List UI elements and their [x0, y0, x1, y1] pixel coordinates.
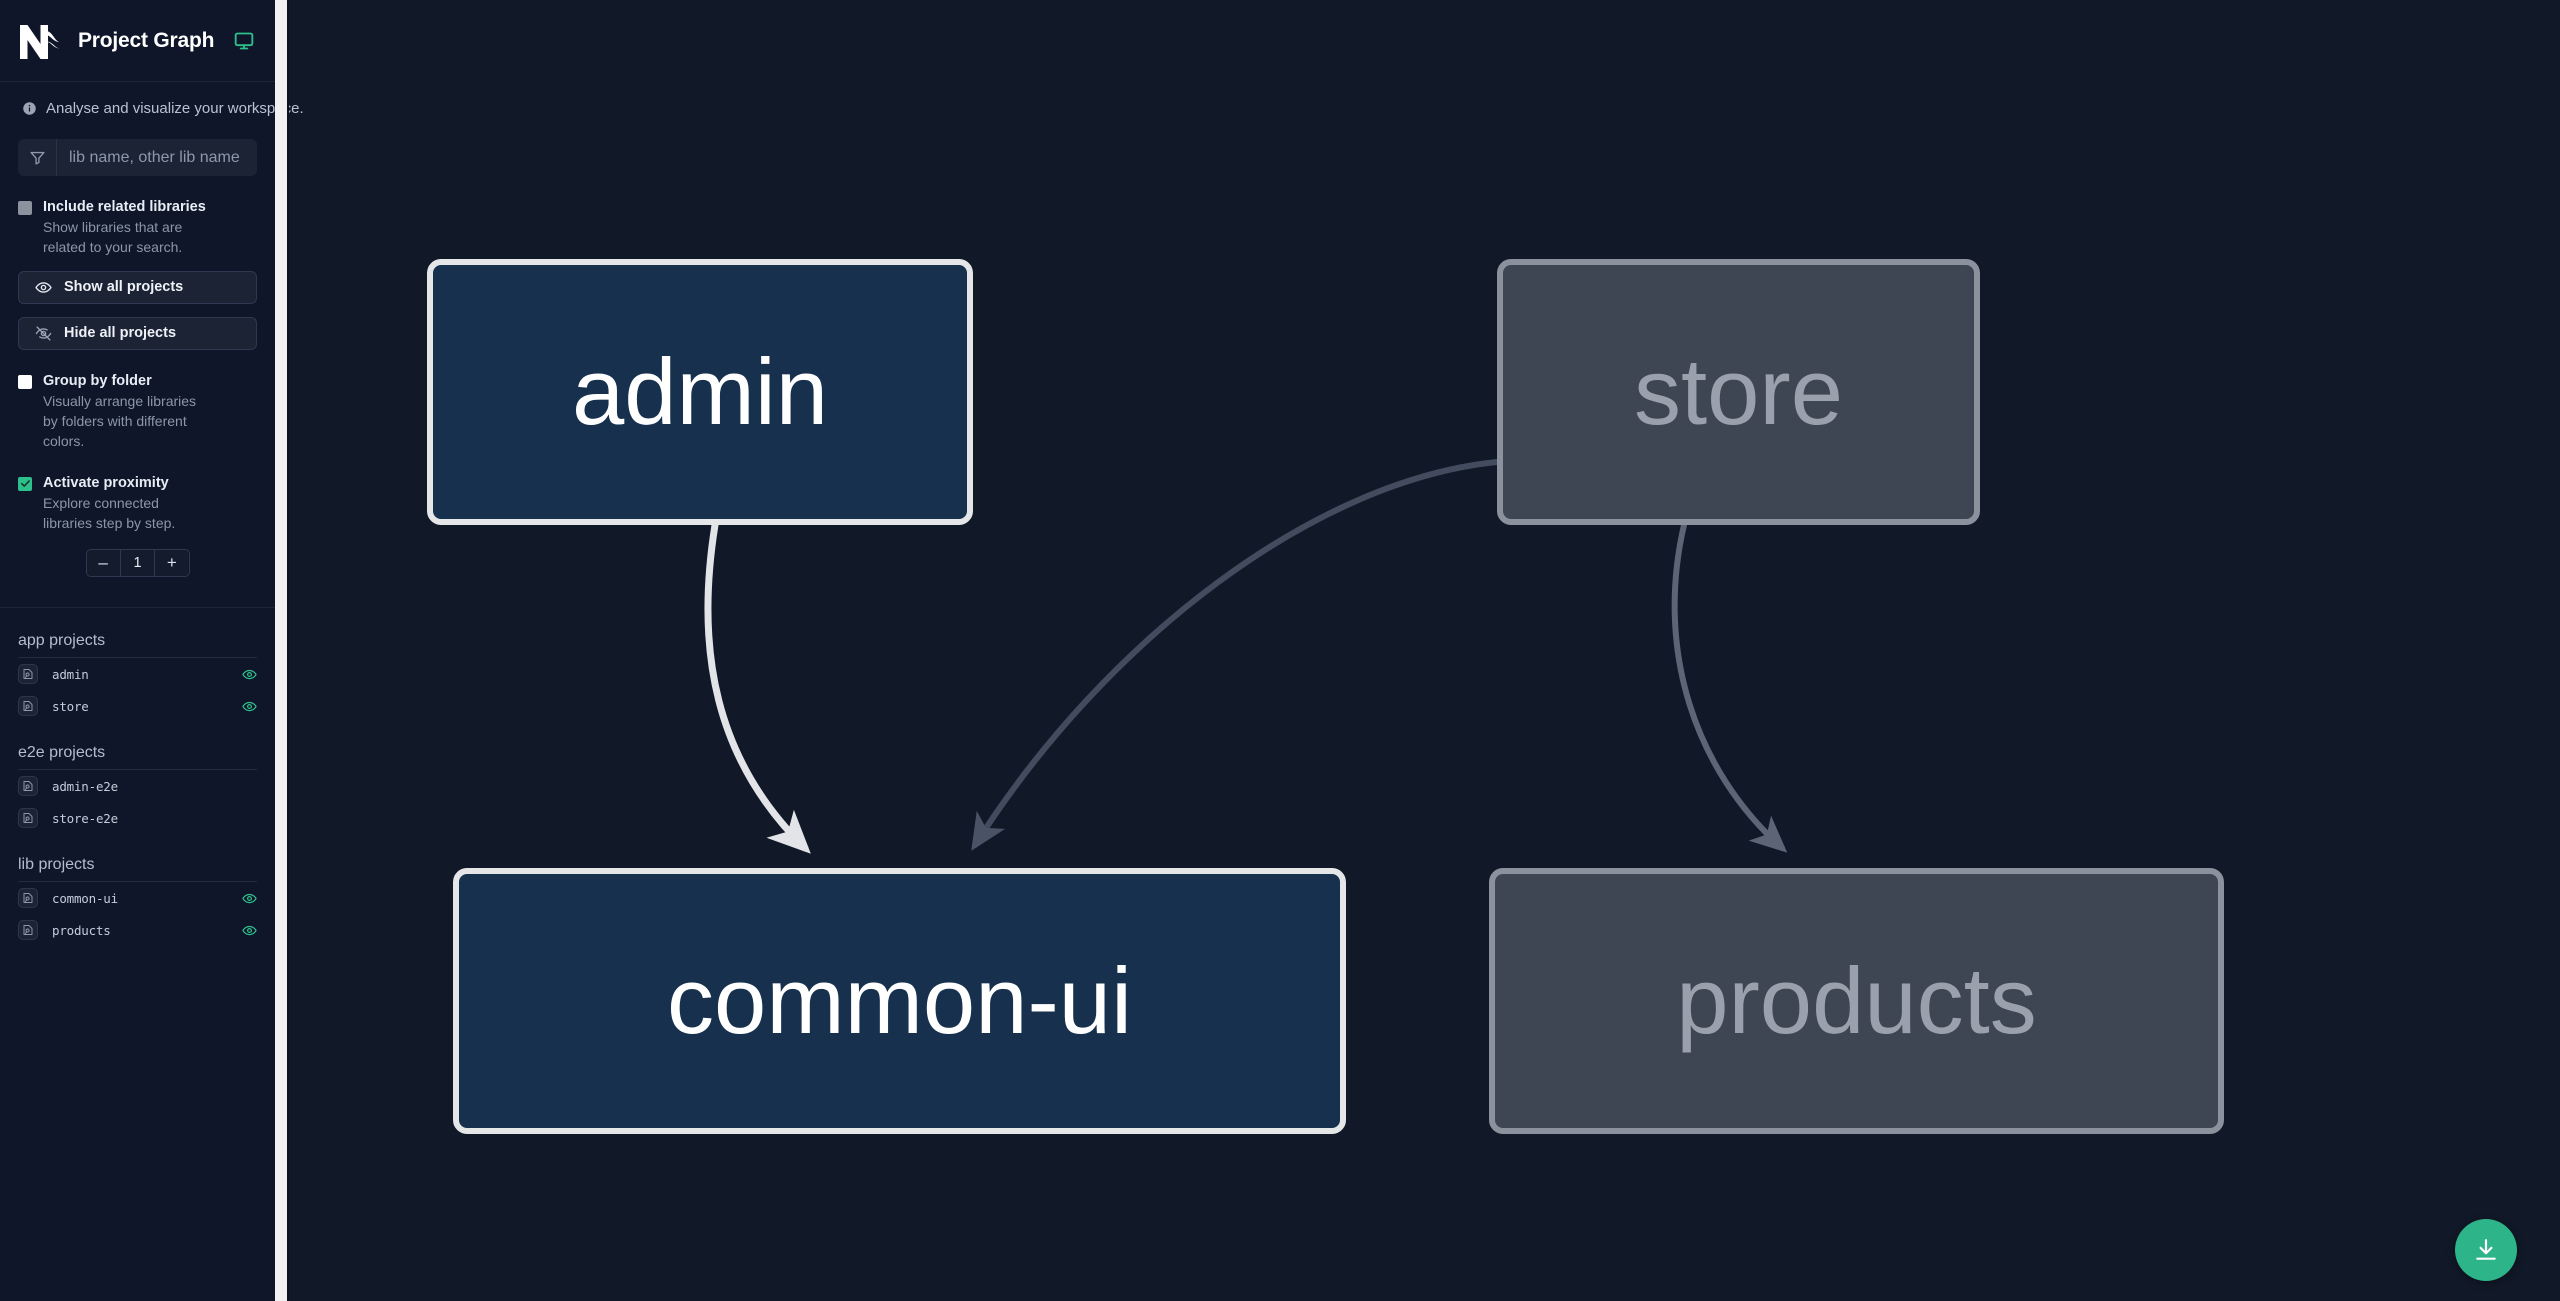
group-rule — [18, 881, 257, 883]
hide-all-projects-label: Hide all projects — [64, 325, 177, 342]
project-file-icon — [18, 808, 38, 829]
nx-logo-icon — [18, 21, 64, 61]
group-title-app-projects: app projects — [18, 632, 106, 650]
download-graph-button[interactable] — [2455, 1219, 2517, 1281]
project-file-icon — [18, 920, 38, 941]
graph-canvas[interactable]: admin store common-ui products — [275, 0, 2560, 1301]
project-visibility-placeholder — [242, 779, 257, 794]
project-file-icon — [18, 776, 38, 797]
project-file-icon — [18, 664, 38, 685]
option-description: Visually arrange libraries by folders wi… — [43, 392, 197, 450]
sidebar-edge-divider — [287, 0, 289, 1301]
graph-node-common-ui[interactable]: common-ui — [453, 868, 1346, 1134]
proximity-increment-button[interactable]: + — [155, 550, 189, 577]
info-icon — [22, 101, 37, 116]
project-visibility-eye-icon[interactable] — [242, 667, 257, 682]
sidebar-header: Project Graph — [0, 0, 275, 82]
eye-icon — [35, 281, 52, 293]
graph-node-label: admin — [571, 339, 829, 444]
project-name: store-e2e — [52, 810, 118, 826]
show-all-projects-button[interactable]: Show all projects — [18, 270, 257, 304]
page-title: Project Graph — [78, 28, 215, 52]
option-description: Explore connected libraries step by step… — [43, 494, 176, 532]
monitor-icon[interactable] — [234, 31, 254, 51]
group-title-lib-projects: lib projects — [18, 856, 95, 874]
sidebar: Project Graph Analyse and visualize your… — [0, 0, 304, 1301]
project-name: store — [52, 698, 89, 714]
funnel-icon — [18, 139, 57, 176]
option-group-by-folder[interactable]: Group by folder Visually arrange librari… — [0, 372, 275, 452]
eye-off-icon — [35, 326, 52, 341]
sidebar-scrollbar[interactable] — [275, 0, 287, 1301]
project-row-admin[interactable]: admin — [0, 658, 275, 690]
option-label: Activate proximity — [43, 474, 169, 491]
project-row-admin-e2e[interactable]: admin-e2e — [0, 770, 275, 802]
graph-node-products[interactable]: products — [1489, 868, 2224, 1134]
project-name: common-ui — [52, 890, 118, 906]
project-visibility-eye-icon[interactable] — [242, 923, 257, 938]
search-field-wrapper[interactable] — [18, 139, 257, 176]
graph-edges — [704, 459, 1788, 854]
project-visibility-placeholder — [242, 811, 257, 826]
download-icon — [2476, 1239, 2496, 1260]
option-label: Group by folder — [43, 372, 152, 389]
edge-store-to-products — [1671, 522, 1788, 853]
graph-node-label: products — [1676, 948, 2037, 1053]
project-name: admin-e2e — [52, 778, 118, 794]
project-visibility-eye-icon[interactable] — [242, 891, 257, 906]
workspace-info: Analyse and visualize your workspace. — [0, 82, 304, 117]
project-visibility-eye-icon[interactable] — [242, 699, 257, 714]
sidebar-divider — [0, 607, 275, 609]
project-file-icon — [18, 888, 38, 909]
checkbox-include-related-libraries[interactable] — [18, 201, 32, 215]
project-row-products[interactable]: products — [0, 914, 275, 946]
graph-node-admin[interactable]: admin — [427, 259, 973, 525]
project-list: app projects admin — [0, 608, 275, 1301]
workspace-info-text: Analyse and visualize your workspace. — [46, 100, 304, 117]
option-description: Show libraries that are related to your … — [43, 219, 183, 256]
group-title-e2e-projects: e2e projects — [18, 744, 106, 762]
project-name: admin — [52, 666, 89, 682]
project-file-icon — [18, 696, 38, 717]
proximity-stepper: – 1 + — [85, 549, 190, 578]
check-icon — [20, 480, 30, 488]
option-label: Include related libraries — [43, 199, 206, 215]
graph-node-label: store — [1634, 339, 1843, 444]
graph-node-store[interactable]: store — [1497, 259, 1980, 525]
project-row-store-e2e[interactable]: store-e2e — [0, 802, 275, 834]
checkbox-group-by-folder[interactable] — [18, 374, 32, 389]
edge-store-to-common-ui — [971, 459, 1500, 851]
project-row-common-ui[interactable]: common-ui — [0, 882, 275, 914]
project-row-store[interactable]: store — [0, 690, 275, 722]
group-rule — [18, 657, 257, 659]
graph-node-label: common-ui — [667, 948, 1132, 1053]
edge-admin-to-common-ui — [704, 521, 811, 854]
proximity-value: 1 — [119, 550, 156, 577]
group-rule — [18, 769, 257, 771]
search-input[interactable] — [57, 139, 257, 176]
option-activate-proximity[interactable]: Activate proximity Explore connected lib… — [0, 474, 275, 534]
project-name: products — [52, 922, 111, 938]
option-include-related-libraries[interactable]: Include related libraries Show libraries… — [0, 198, 275, 258]
proximity-decrement-button[interactable]: – — [86, 550, 120, 577]
checkbox-activate-proximity[interactable] — [18, 476, 32, 491]
hide-all-projects-button[interactable]: Hide all projects — [18, 316, 257, 350]
show-all-projects-label: Show all projects — [64, 279, 184, 296]
